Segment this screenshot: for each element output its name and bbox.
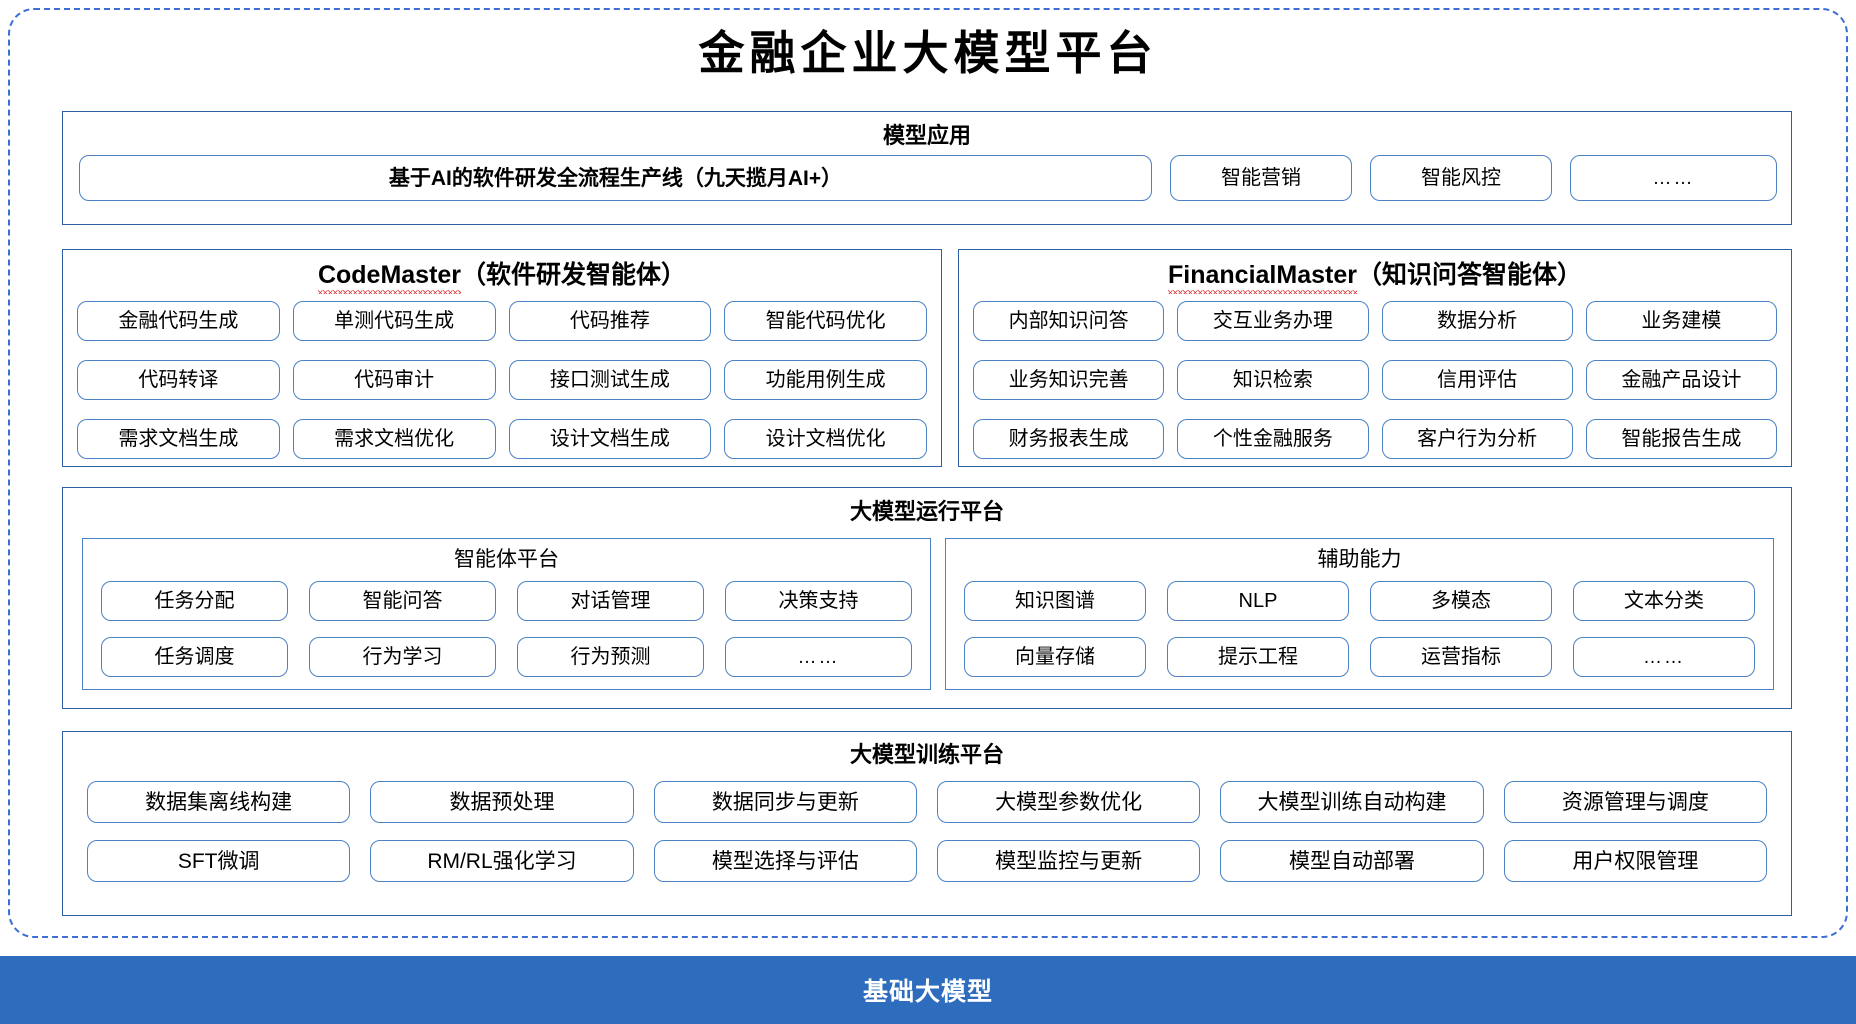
subpanel-title-agent-platform: 智能体平台 bbox=[454, 548, 559, 571]
training-platform-grid: 数据集离线构建 数据预处理 数据同步与更新 大模型参数优化 大模型训练自动构建 … bbox=[87, 781, 1767, 882]
aux-capability-item-more[interactable]: …… bbox=[1573, 637, 1755, 677]
codemaster-suffix: （软件研发智能体） bbox=[461, 261, 687, 289]
agent-platform-item[interactable]: 决策支持 bbox=[725, 581, 912, 621]
codemaster-item[interactable]: 金融代码生成 bbox=[77, 301, 280, 341]
financialmaster-suffix: （知识问答智能体） bbox=[1356, 261, 1582, 289]
subpanel-title-aux-capability: 辅助能力 bbox=[1317, 548, 1402, 571]
training-item[interactable]: RM/RL强化学习 bbox=[370, 840, 634, 882]
financialmaster-item[interactable]: 知识检索 bbox=[1177, 360, 1369, 400]
financialmaster-item[interactable]: 交互业务办理 bbox=[1177, 301, 1369, 341]
training-item[interactable]: 模型自动部署 bbox=[1220, 840, 1484, 882]
model-app-item-pipeline[interactable]: 基于AI的软件研发全流程生产线（九天揽月AI+） bbox=[79, 155, 1152, 201]
codemaster-item[interactable]: 智能代码优化 bbox=[724, 301, 927, 341]
aux-capability-item[interactable]: NLP bbox=[1167, 581, 1349, 621]
codemaster-item[interactable]: 需求文档优化 bbox=[292, 419, 496, 459]
aux-capability-item[interactable]: 知识图谱 bbox=[964, 581, 1146, 621]
financialmaster-item[interactable]: 数据分析 bbox=[1381, 301, 1573, 341]
training-item[interactable]: 模型监控与更新 bbox=[937, 840, 1201, 882]
financialmaster-item[interactable]: 内部知识问答 bbox=[973, 301, 1165, 341]
outer-dashed-frame bbox=[8, 8, 1848, 938]
training-item[interactable]: 大模型参数优化 bbox=[937, 781, 1201, 823]
training-item[interactable]: 大模型训练自动构建 bbox=[1220, 781, 1484, 823]
codemaster-item[interactable]: 接口测试生成 bbox=[508, 360, 712, 400]
agent-platform-item[interactable]: 任务调度 bbox=[101, 637, 288, 677]
financialmaster-item[interactable]: 个性金融服务 bbox=[1177, 419, 1369, 459]
section-title-model-application: 模型应用 bbox=[882, 123, 971, 148]
section-title-runtime-platform: 大模型运行平台 bbox=[849, 499, 1004, 524]
section-title-codemaster: CodeMaster（软件研发智能体） bbox=[63, 260, 941, 294]
base-model-bar: 基础大模型 bbox=[0, 956, 1856, 1024]
codemaster-item[interactable]: 代码转译 bbox=[77, 360, 280, 400]
section-financialmaster: FinancialMaster（知识问答智能体） 内部知识问答 交互业务办理 数… bbox=[958, 249, 1792, 467]
section-title-training-platform: 大模型训练平台 bbox=[849, 742, 1004, 767]
financialmaster-item[interactable]: 业务知识完善 bbox=[973, 360, 1165, 400]
model-application-items: 基于AI的软件研发全流程生产线（九天揽月AI+） 智能营销 智能风控 …… bbox=[79, 155, 1777, 201]
financialmaster-item[interactable]: 财务报表生成 bbox=[973, 419, 1165, 459]
agent-platform-item[interactable]: 行为预测 bbox=[517, 637, 704, 677]
section-title-financialmaster: FinancialMaster（知识问答智能体） bbox=[959, 260, 1791, 294]
agent-platform-grid: 任务分配 智能问答 对话管理 决策支持 任务调度 行为学习 行为预测 …… bbox=[101, 581, 912, 677]
aux-capability-item[interactable]: 向量存储 bbox=[964, 637, 1146, 677]
training-item[interactable]: 模型选择与评估 bbox=[653, 840, 917, 882]
aux-capability-item[interactable]: 文本分类 bbox=[1573, 581, 1755, 621]
aux-capability-item[interactable]: 多模态 bbox=[1370, 581, 1552, 621]
aux-capability-item[interactable]: 运营指标 bbox=[1370, 637, 1552, 677]
financialmaster-item[interactable]: 信用评估 bbox=[1381, 360, 1573, 400]
financialmaster-item[interactable]: 客户行为分析 bbox=[1381, 419, 1573, 459]
section-training-platform: 大模型训练平台 数据集离线构建 数据预处理 数据同步与更新 大模型参数优化 大模… bbox=[62, 731, 1792, 916]
aux-capability-item[interactable]: 提示工程 bbox=[1167, 637, 1349, 677]
agent-platform-item[interactable]: 智能问答 bbox=[309, 581, 496, 621]
codemaster-name: CodeMaster bbox=[317, 261, 462, 294]
model-app-item-riskcontrol[interactable]: 智能风控 bbox=[1370, 155, 1552, 201]
financialmaster-item[interactable]: 智能报告生成 bbox=[1585, 419, 1777, 459]
training-item[interactable]: 用户权限管理 bbox=[1503, 840, 1767, 882]
agent-platform-item-more[interactable]: …… bbox=[725, 637, 912, 677]
model-app-item-marketing[interactable]: 智能营销 bbox=[1170, 155, 1352, 201]
codemaster-item[interactable]: 功能用例生成 bbox=[724, 360, 927, 400]
financialmaster-capability-grid: 内部知识问答 交互业务办理 数据分析 业务建模 业务知识完善 知识检索 信用评估… bbox=[973, 301, 1777, 459]
aux-capability-grid: 知识图谱 NLP 多模态 文本分类 向量存储 提示工程 运营指标 …… bbox=[964, 581, 1755, 677]
codemaster-capability-grid: 金融代码生成 单测代码生成 代码推荐 智能代码优化 代码转译 代码审计 接口测试… bbox=[77, 301, 927, 459]
agent-platform-item[interactable]: 对话管理 bbox=[517, 581, 704, 621]
financialmaster-item[interactable]: 业务建模 bbox=[1585, 301, 1777, 341]
agent-platform-item[interactable]: 任务分配 bbox=[101, 581, 288, 621]
financialmaster-item[interactable]: 金融产品设计 bbox=[1585, 360, 1777, 400]
subpanel-aux-capability: 辅助能力 知识图谱 NLP 多模态 文本分类 向量存储 提示工程 运营指标 …… bbox=[945, 538, 1774, 690]
section-runtime-platform: 大模型运行平台 智能体平台 任务分配 智能问答 对话管理 决策支持 任务调度 行… bbox=[62, 487, 1792, 709]
section-model-application: 模型应用 基于AI的软件研发全流程生产线（九天揽月AI+） 智能营销 智能风控 … bbox=[62, 111, 1792, 225]
training-item[interactable]: 数据预处理 bbox=[370, 781, 634, 823]
training-item[interactable]: SFT微调 bbox=[87, 840, 351, 882]
training-item[interactable]: 资源管理与调度 bbox=[1503, 781, 1767, 823]
base-model-label: 基础大模型 bbox=[862, 978, 993, 1006]
training-item[interactable]: 数据集离线构建 bbox=[87, 781, 351, 823]
codemaster-item[interactable]: 代码推荐 bbox=[508, 301, 712, 341]
agent-platform-item[interactable]: 行为学习 bbox=[309, 637, 496, 677]
codemaster-item[interactable]: 设计文档生成 bbox=[508, 419, 712, 459]
training-item[interactable]: 数据同步与更新 bbox=[653, 781, 917, 823]
model-app-item-more[interactable]: …… bbox=[1570, 155, 1777, 201]
page-title: 金融企业大模型平台 bbox=[698, 28, 1158, 79]
subpanel-agent-platform: 智能体平台 任务分配 智能问答 对话管理 决策支持 任务调度 行为学习 行为预测… bbox=[82, 538, 931, 690]
codemaster-item[interactable]: 代码审计 bbox=[292, 360, 496, 400]
codemaster-item[interactable]: 设计文档优化 bbox=[724, 419, 927, 459]
financialmaster-name: FinancialMaster bbox=[1168, 261, 1357, 294]
codemaster-item[interactable]: 需求文档生成 bbox=[77, 419, 280, 459]
section-codemaster: CodeMaster（软件研发智能体） 金融代码生成 单测代码生成 代码推荐 智… bbox=[62, 249, 942, 467]
codemaster-item[interactable]: 单测代码生成 bbox=[292, 301, 496, 341]
